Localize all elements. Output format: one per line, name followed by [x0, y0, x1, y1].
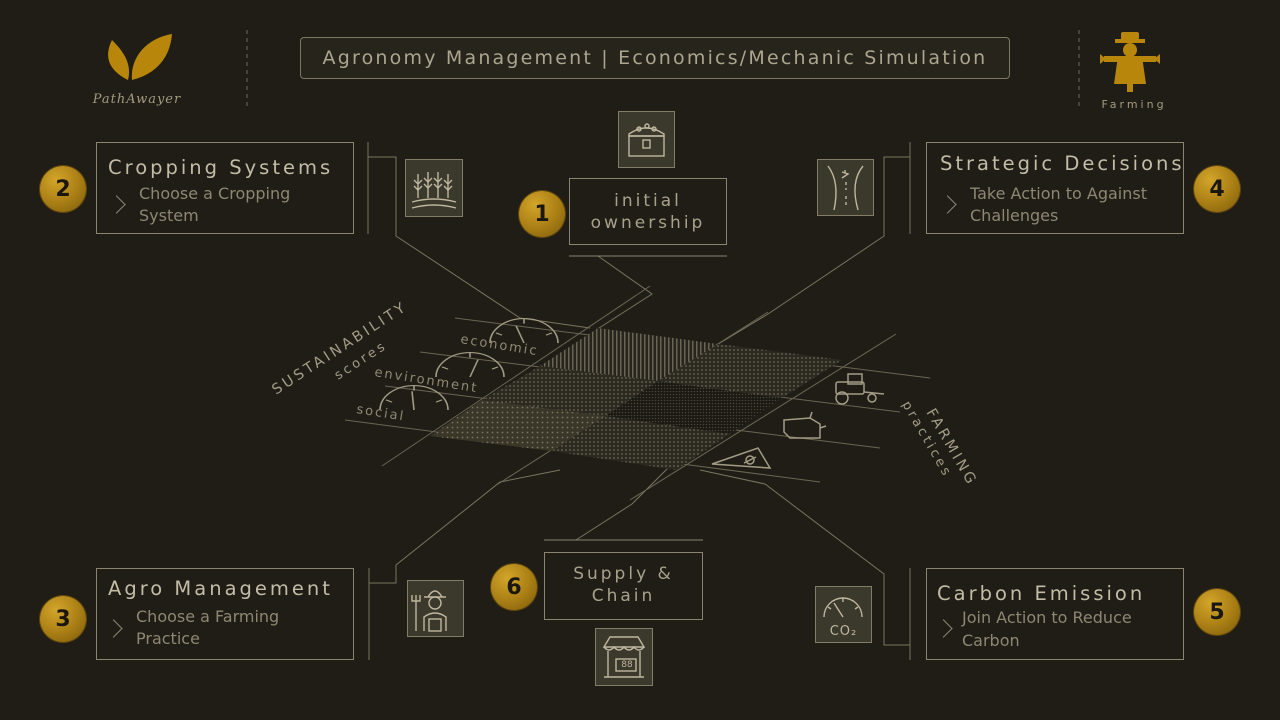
step-badge-2: 2	[40, 166, 86, 212]
market-stall-icon: 88	[595, 628, 653, 686]
connector-lines	[367, 142, 911, 660]
card-cropping-systems[interactable]: Cropping Systems Choose a Cropping Syste…	[96, 142, 354, 234]
co2-label: CO₂	[829, 624, 858, 639]
board-cells	[430, 328, 842, 470]
card-initial-ownership[interactable]: initial ownership	[569, 178, 727, 245]
score-label-economic: economic	[459, 332, 539, 359]
page-title: Agronomy Management | Economics/Mechanic…	[300, 37, 1010, 79]
wheat-field-icon	[405, 159, 463, 217]
card-title: Carbon Emission	[937, 582, 1146, 605]
card-subtitle-line2: Practice	[136, 629, 200, 648]
card-title: Strategic Decisions	[940, 152, 1185, 175]
step-badge-1: 1	[519, 191, 565, 237]
score-gauges	[379, 318, 559, 411]
chevron-right-icon	[938, 195, 957, 214]
card-title-line2: Chain	[591, 586, 656, 606]
chevron-right-icon	[934, 619, 953, 638]
gauge-icon	[489, 318, 559, 344]
card-subtitle-line1: Join Action to Reduce	[962, 608, 1132, 627]
winding-road-icon	[817, 159, 874, 216]
co2-gauge-icon: CO₂	[815, 586, 872, 643]
chevron-right-icon	[107, 195, 126, 214]
market-sign: 88	[621, 660, 633, 670]
card-subtitle-line2: Carbon	[962, 631, 1020, 650]
step-badge-5: 5	[1194, 589, 1240, 635]
mode-label: Farming	[1101, 98, 1167, 111]
card-title: Cropping Systems	[108, 156, 334, 179]
warning-sign-icon	[711, 447, 772, 469]
card-agro-management[interactable]: Agro Management Choose a Farming Practic…	[96, 568, 354, 660]
chevron-right-icon	[104, 619, 123, 638]
cell-environment-1	[482, 366, 658, 416]
card-supply-chain[interactable]: Supply & Chain	[544, 552, 703, 620]
brand-name: PathAwayer	[92, 92, 182, 107]
cell-economic-1	[540, 328, 718, 381]
gauge-icon	[435, 352, 505, 378]
fuel-can-icon	[783, 411, 827, 439]
step-badge-4: 4	[1194, 166, 1240, 212]
farmer-icon	[407, 580, 464, 637]
practice-icons	[711, 373, 885, 469]
score-label-social: social	[355, 402, 406, 424]
card-carbon-emission[interactable]: Carbon Emission Join Action to Reduce Ca…	[926, 568, 1184, 660]
card-subtitle-line1: Take Action to Against	[970, 184, 1147, 203]
card-title-line2: ownership	[590, 213, 706, 233]
scarecrow-icon	[1100, 32, 1160, 92]
card-subtitle-line1: Choose a Farming	[136, 607, 280, 626]
leaf-logo-icon	[108, 34, 172, 80]
cell-social-1	[430, 400, 605, 451]
cell-economic-2	[658, 344, 842, 398]
card-subtitle-line2: Challenges	[970, 206, 1059, 225]
card-title-line1: initial	[614, 191, 682, 211]
card-strategic-decisions[interactable]: Strategic Decisions Take Action to Again…	[926, 142, 1184, 234]
step-badge-3: 3	[40, 596, 86, 642]
card-subtitle-line2: System	[139, 206, 199, 225]
gauge-icon	[379, 385, 449, 411]
treasure-chest-icon	[618, 111, 675, 168]
axis-left-title: SUSTAINABILITY	[269, 299, 410, 398]
cell-environment-2	[605, 381, 782, 434]
card-subtitle-line1: Choose a Cropping	[139, 184, 291, 203]
cell-social-2	[552, 416, 730, 470]
card-title: Agro Management	[108, 577, 333, 600]
step-badge-6: 6	[491, 564, 537, 610]
card-title-line1: Supply &	[573, 564, 674, 584]
tractor-icon	[835, 373, 885, 405]
